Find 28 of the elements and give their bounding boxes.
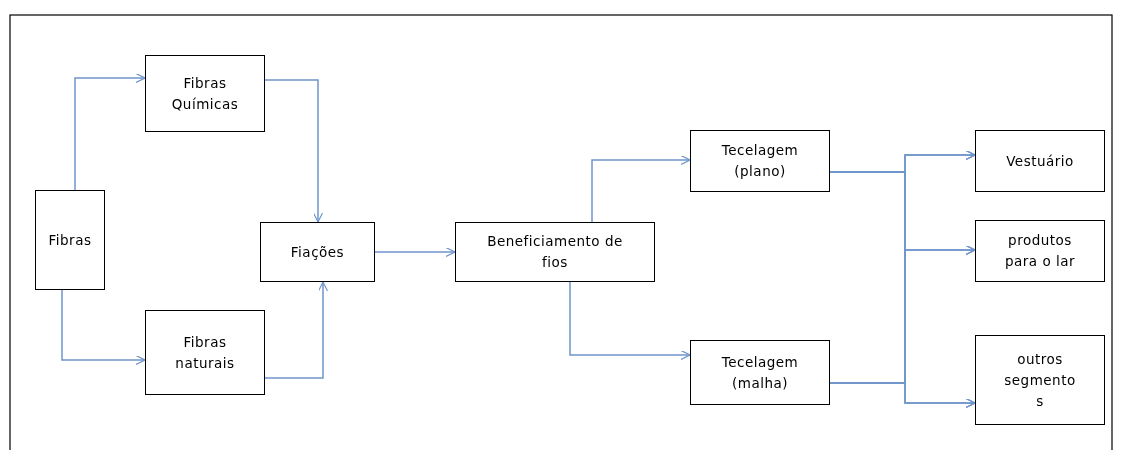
box-label: Beneficiamento de fios	[486, 232, 624, 272]
box-label: Fiações	[290, 242, 345, 262]
process-box	[455, 222, 655, 282]
box-label: Tecelagem (plano)	[720, 141, 800, 181]
box-label: Fibras naturais	[174, 332, 236, 373]
arrow	[374, 246, 456, 258]
arrow	[569, 281, 691, 361]
process-box	[145, 310, 265, 395]
process-box	[145, 55, 265, 132]
box-label: Fibras Químicas	[170, 73, 240, 114]
process-box	[975, 130, 1105, 192]
arrow	[264, 79, 324, 223]
arrow	[829, 382, 976, 409]
process-box	[975, 335, 1105, 425]
process-box	[690, 130, 830, 192]
arrow	[591, 154, 691, 223]
box-label: outros segmento s	[1003, 349, 1077, 411]
process-box	[975, 220, 1105, 282]
process-box	[690, 340, 830, 405]
box-label: produtos para o lar	[1003, 231, 1077, 271]
box-label: Vestuário	[1006, 151, 1074, 171]
box-label: Tecelagem (malha)	[720, 352, 800, 393]
arrow	[74, 72, 146, 191]
process-box	[35, 190, 105, 290]
process-box	[260, 222, 375, 282]
box-label: Fibras	[48, 230, 92, 250]
arrow	[264, 281, 329, 379]
arrow	[61, 289, 146, 366]
